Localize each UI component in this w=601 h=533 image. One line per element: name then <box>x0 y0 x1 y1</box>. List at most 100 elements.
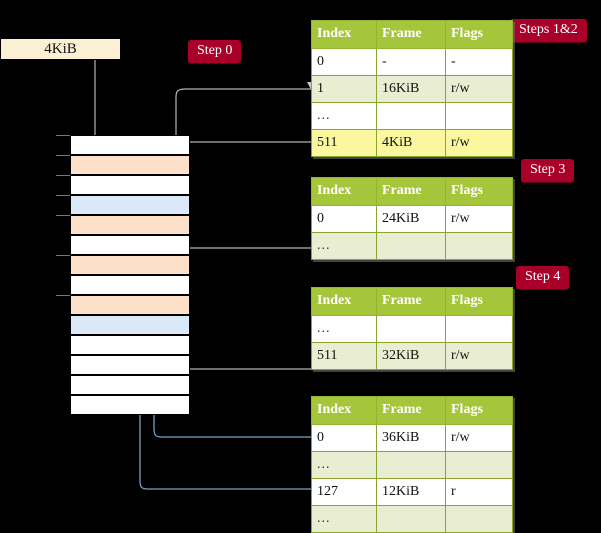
table-cell: r/w <box>445 424 513 452</box>
source-frame-box: 4KiB <box>0 38 121 60</box>
table-cell: - <box>376 48 446 76</box>
table-header-index: Index <box>311 396 377 425</box>
memory-frame-row <box>70 295 190 315</box>
table-cell: 32KiB <box>376 342 446 370</box>
table-row: ... <box>311 315 513 343</box>
table-cell <box>376 315 446 343</box>
table-cell: ... <box>311 505 377 533</box>
table-cell: 16KiB <box>376 75 446 103</box>
badge-step-3: Step 3 <box>521 159 575 182</box>
table-header-index: Index <box>311 287 377 316</box>
memory-scale-tick <box>56 215 70 216</box>
memory-scale-tick <box>56 195 70 196</box>
memory-frame-row <box>70 275 190 295</box>
table-row: ... <box>311 505 513 533</box>
table-cell <box>445 505 513 533</box>
memory-frame-row <box>70 255 190 275</box>
link-memory-to-pd-511 <box>180 305 311 370</box>
table-cell: 1 <box>311 75 377 103</box>
table-cell: ... <box>311 315 377 343</box>
table-cell: - <box>445 48 513 76</box>
table-cell <box>445 102 513 130</box>
table-cell: r/w <box>445 129 513 157</box>
memory-frame-row <box>70 175 190 195</box>
memory-scale-tick <box>56 175 70 176</box>
badge-step-3-label: Step 3 <box>530 162 566 177</box>
memory-frame-row <box>70 395 190 415</box>
table-cell: r/w <box>445 205 513 233</box>
table-cell <box>445 451 513 479</box>
memory-frame-row <box>70 355 190 375</box>
link-memory-to-pml4-1 <box>175 82 315 160</box>
table-row: ... <box>311 451 513 479</box>
badge-steps-1-2: Steps 1&2 <box>510 19 587 42</box>
memory-scale-tick <box>56 135 70 136</box>
table-header-index: Index <box>311 20 377 49</box>
badge-step-0-label: Step 0 <box>197 43 233 58</box>
table-cell: r/w <box>445 75 513 103</box>
link-pt-0-to-memory <box>147 336 311 438</box>
memory-frame-row <box>70 335 190 355</box>
memory-scale-tick <box>56 295 70 296</box>
memory-frame-row <box>70 135 190 155</box>
link-pdp-0-to-memory <box>174 247 311 258</box>
memory-frame-row <box>70 375 190 395</box>
table-cell: r <box>445 478 513 506</box>
table-header-frame: Frame <box>376 396 446 425</box>
badge-step-4-label: Step 4 <box>525 269 561 284</box>
memory-frame-row <box>70 195 190 215</box>
physical-memory-column <box>56 135 190 415</box>
table-cell: 0 <box>311 424 377 452</box>
memory-frame-row <box>70 235 190 255</box>
table-cell: ... <box>311 451 377 479</box>
table-cell: 0 <box>311 48 377 76</box>
table-cell: 4KiB <box>376 129 446 157</box>
link-pt-127-to-memory <box>133 216 311 490</box>
table-cell <box>376 451 446 479</box>
memory-frame-row <box>70 155 190 175</box>
table-row: ... <box>311 102 513 130</box>
table-row: ... <box>311 232 513 260</box>
table-cell <box>445 232 513 260</box>
table-cell <box>376 102 446 130</box>
memory-frame-row <box>70 215 190 235</box>
table-header-flags: Flags <box>445 396 513 425</box>
table-cell: ... <box>311 102 377 130</box>
memory-frame-row <box>70 315 190 335</box>
table-row: 0-- <box>311 48 513 76</box>
table-cell: 12KiB <box>376 478 446 506</box>
table-header-frame: Frame <box>376 287 446 316</box>
source-frame-label: 4KiB <box>44 40 77 57</box>
badge-steps-1-2-label: Steps 1&2 <box>519 22 578 37</box>
table-cell: ... <box>311 232 377 260</box>
table-header-index: Index <box>311 177 377 206</box>
table-cell: 127 <box>311 478 377 506</box>
table-header-flags: Flags <box>445 177 513 206</box>
table-cell: r/w <box>445 342 513 370</box>
table-cell <box>376 232 446 260</box>
link-pdp-0-path-stub <box>181 248 311 257</box>
table-cell: 24KiB <box>376 205 446 233</box>
table-header-flags: Flags <box>445 20 513 49</box>
table-cell: 0 <box>311 205 377 233</box>
table-cell: 511 <box>311 129 377 157</box>
badge-step-4: Step 4 <box>516 266 570 289</box>
table-cell <box>445 315 513 343</box>
badge-step-0: Step 0 <box>188 40 242 63</box>
memory-scale-tick <box>56 155 70 156</box>
table-header-frame: Frame <box>376 20 446 49</box>
table-cell: 511 <box>311 342 377 370</box>
table-header-flags: Flags <box>445 287 513 316</box>
table-cell <box>376 505 446 533</box>
